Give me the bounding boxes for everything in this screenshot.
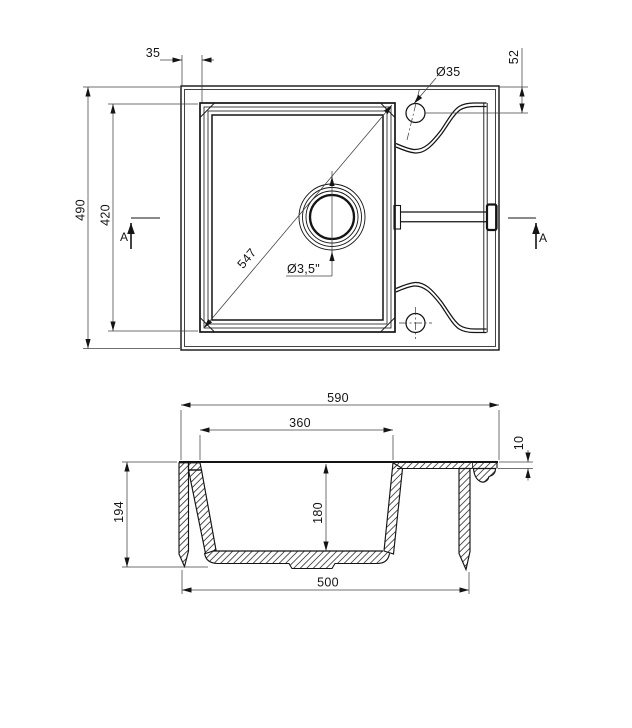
section-marker-left-label: A xyxy=(120,230,128,244)
overflow-channel xyxy=(393,204,487,230)
section-marker-right: A xyxy=(508,217,547,249)
dim-194-label: 194 xyxy=(112,501,126,523)
dim-490: 490 xyxy=(74,86,180,349)
dim-180-label: 180 xyxy=(311,502,325,524)
dim-360-label: 360 xyxy=(289,416,311,430)
dim-52: 52 xyxy=(425,48,528,114)
dim-180: 180 xyxy=(311,464,329,551)
section-marker-left: A xyxy=(120,217,160,249)
faucet-hole-bottom xyxy=(399,307,432,339)
dim-420: 420 xyxy=(99,103,198,332)
top-view: 35 Ø35 52 490 420 xyxy=(74,46,547,351)
rim-lip xyxy=(472,467,497,483)
dim-590: 590 xyxy=(180,391,500,460)
right-wall xyxy=(458,467,471,572)
left-rim-block xyxy=(187,462,203,471)
dim-490-label: 490 xyxy=(74,199,88,221)
dim-194: 194 xyxy=(112,461,208,568)
dim-35-label: 35 xyxy=(146,46,161,60)
dim-500: 500 xyxy=(181,570,470,594)
dim-faucet-diameter-label: Ø35 xyxy=(436,65,461,79)
dim-500-label: 500 xyxy=(317,576,339,590)
bowl-left-wall xyxy=(187,469,217,555)
dim-drain-diameter: Ø3,5" xyxy=(286,171,335,277)
dim-10-label: 10 xyxy=(512,436,526,451)
bowl-bottom-outline xyxy=(203,552,391,570)
dim-35: 35 xyxy=(146,46,214,103)
dim-drain-diameter-label: Ø3,5" xyxy=(287,262,320,276)
dim-420-label: 420 xyxy=(99,204,113,226)
section-marker-right-label: A xyxy=(539,231,547,245)
dim-52-label: 52 xyxy=(507,50,521,65)
rim-band xyxy=(393,462,498,470)
dim-590-label: 590 xyxy=(327,391,349,405)
dim-360: 360 xyxy=(199,416,394,460)
dim-faucet-diameter: Ø35 xyxy=(413,65,461,104)
overflow-outlet xyxy=(485,203,498,232)
section-view: 590 360 xyxy=(112,391,533,594)
bowl-bottom-fill xyxy=(204,551,390,569)
left-wall xyxy=(178,462,190,569)
dim-10: 10 xyxy=(498,436,533,481)
